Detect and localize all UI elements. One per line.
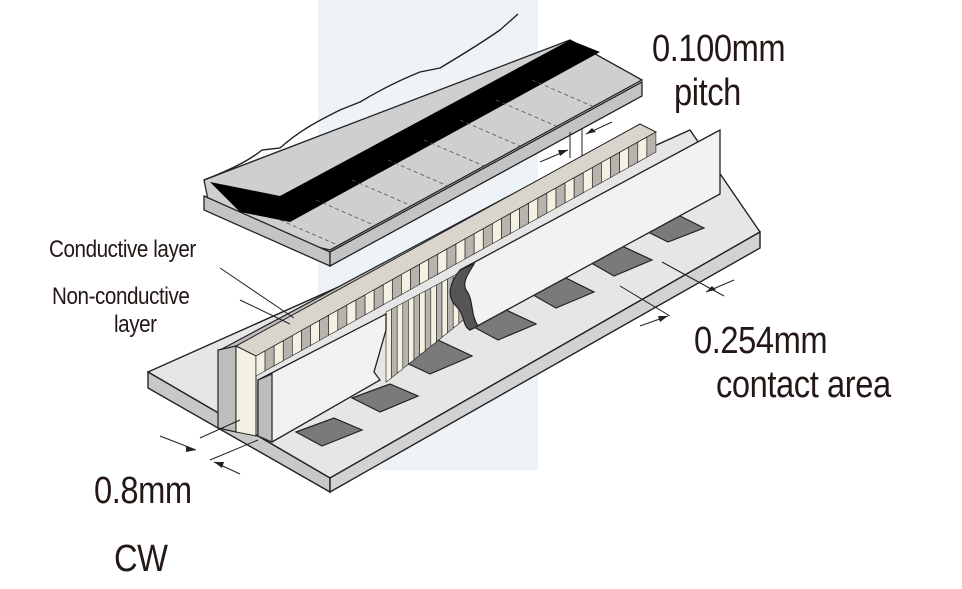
stripe <box>424 287 432 352</box>
electrode-dash <box>495 99 557 127</box>
electrode-dash <box>531 79 593 107</box>
stripe <box>391 305 398 379</box>
contact-value-label: 0.254mm <box>694 320 828 362</box>
stripe <box>402 299 409 370</box>
contact-word-label: contact area <box>716 364 891 406</box>
electrode-dash <box>423 139 485 167</box>
tear-edge <box>449 262 479 331</box>
stripe <box>419 290 426 356</box>
stripe <box>408 296 415 365</box>
stripe <box>441 278 448 338</box>
pitch-word-label: pitch <box>674 72 741 114</box>
stripe <box>646 131 657 158</box>
nonconductive-layer-label-line2: layer <box>114 311 157 338</box>
stripe <box>436 281 443 343</box>
electrode-dash <box>279 219 341 247</box>
conductive-layer-label: Conductive layer <box>49 236 196 263</box>
arrowheads <box>186 128 716 468</box>
stripe <box>396 302 404 374</box>
electrode-dash <box>351 179 413 207</box>
electrode-dash <box>315 199 377 227</box>
conductive-trace <box>210 40 600 222</box>
electrode-dashes <box>279 79 593 247</box>
stripe <box>385 308 392 383</box>
width-abbrev-label: CW <box>114 538 168 580</box>
conductive-stripes <box>255 131 657 377</box>
pitch-value-label: 0.100mm <box>652 28 786 70</box>
electrode-dash <box>387 159 449 187</box>
electrode-dash <box>459 119 521 147</box>
elastomer-connector <box>217 123 721 443</box>
leader-lines <box>219 267 295 325</box>
nonconductive-layer-label-line1: Non-conductive <box>52 283 190 310</box>
lcd-glass <box>203 13 644 268</box>
contact-pad <box>350 383 420 413</box>
stripe <box>413 293 420 361</box>
contact-pads <box>294 213 706 447</box>
contact-pad <box>294 417 364 447</box>
torn-edge <box>203 13 519 181</box>
stripe <box>430 284 437 347</box>
width-value-label: 0.8mm <box>94 470 192 512</box>
